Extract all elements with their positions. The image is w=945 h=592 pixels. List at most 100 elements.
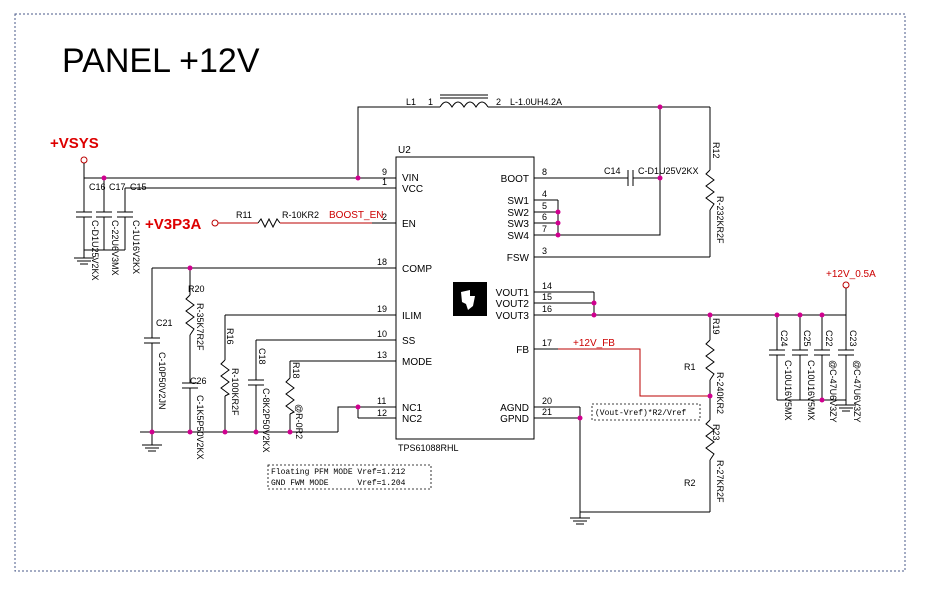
- fb-wire: [558, 348, 710, 397]
- pin-num-sw3: 6: [542, 212, 547, 222]
- pin-num-en: 2: [382, 212, 387, 222]
- pin-name-sw1: SW1: [507, 196, 529, 207]
- l1-pin1: 1: [428, 97, 433, 107]
- inductor-left-wire: [357, 106, 440, 178]
- value-c15: C-1U16V2KX: [131, 220, 141, 274]
- v3p3a-port: [211, 219, 219, 227]
- pin-name-sw4: SW4: [507, 231, 529, 242]
- value-r20: R-35K7R2F: [195, 303, 205, 351]
- pin-name-mode: MODE: [402, 357, 432, 368]
- pin-num-sw2: 5: [542, 201, 547, 211]
- pin-name-comp: COMP: [402, 264, 432, 275]
- value-c25: C-10U16V5MX: [806, 360, 816, 421]
- resistor-r12: [705, 169, 715, 211]
- ref-c16: C16: [89, 182, 106, 192]
- ref-c24: C24: [779, 330, 789, 347]
- value-r11: R-10KR2: [282, 210, 319, 220]
- mode-note-line1: Floating PFM MODE Vref=1.212: [271, 468, 406, 477]
- ic-part: TPS61088RHL: [398, 443, 459, 453]
- ref-r18: R18: [291, 362, 301, 379]
- pin-num-comp: 18: [377, 257, 387, 267]
- net-vsys: +VSYS: [50, 135, 99, 152]
- ref-c23: C23: [848, 330, 858, 347]
- pin-num-vout2: 15: [542, 292, 552, 302]
- pin-num-mode: 13: [377, 350, 387, 360]
- junction-dots-sw: [555, 104, 663, 238]
- l1-pin2: 2: [496, 97, 501, 107]
- pin-num-nc2: 12: [377, 408, 387, 418]
- pin-num-ilim: 19: [377, 304, 387, 314]
- ref-c22: C22: [824, 330, 834, 347]
- pin-num-nc1: 11: [377, 396, 386, 406]
- pin-num-gpnd: 21: [542, 407, 552, 417]
- ref-r23: R23: [711, 424, 721, 441]
- vsys-port: [80, 156, 88, 164]
- sheet-title: PANEL +12V: [62, 42, 260, 80]
- pin-num-ss: 10: [377, 329, 387, 339]
- pin-num-boot: 8: [542, 167, 547, 177]
- resistor-r11: [257, 217, 281, 229]
- value-c17: C-22U6V3MX: [110, 220, 120, 276]
- ref-r11: R11: [236, 210, 252, 220]
- junction-dots-input: [101, 175, 361, 181]
- ref-c25: C25: [802, 330, 812, 347]
- resistor-r23: [705, 419, 715, 461]
- value-r18: @R-0R2: [294, 404, 304, 439]
- value-r16: R-100KR2F: [230, 368, 240, 416]
- formula-text: (Vout-Vref)*R2/Vref: [595, 409, 686, 418]
- ref-r16: R16: [225, 328, 235, 345]
- pin-num-vout1: 14: [542, 281, 552, 291]
- inductor-l1: [439, 94, 489, 108]
- value-r23: R-27KR2F: [715, 460, 725, 503]
- mode-note-line2: GND FWM MODE Vref=1.204: [271, 479, 406, 488]
- pin-num-vout3: 16: [542, 304, 552, 314]
- net-v3p3a: +V3P3A: [145, 216, 201, 233]
- pin-num-fb: 17: [542, 338, 552, 348]
- pin-name-nc1: NC1: [402, 403, 422, 414]
- sheet-border: [14, 13, 906, 572]
- value-c24: C-10U16V5MX: [783, 360, 793, 421]
- pin-name-nc2: NC2: [402, 414, 422, 425]
- formula-box: [591, 403, 701, 421]
- pin-name-agnd: AGND: [500, 403, 529, 414]
- mode-note-box: [267, 464, 432, 490]
- ref-c17: C17: [109, 182, 126, 192]
- pin-num-vcc: 1: [382, 177, 387, 187]
- pin-name-vout1: VOUT1: [496, 288, 530, 299]
- label-r2: R2: [684, 478, 696, 488]
- resistor-r19: [705, 339, 715, 381]
- ref-r20: R20: [188, 284, 205, 294]
- pin-name-vout3: VOUT3: [496, 311, 530, 322]
- ref-r19: R19: [711, 318, 721, 335]
- net-boost-en: BOOST_EN: [329, 210, 383, 221]
- ref-c26: C26: [190, 376, 207, 386]
- resistor-r16: [220, 359, 230, 397]
- pin-name-ss: SS: [402, 336, 416, 347]
- pin-name-vout2: VOUT2: [496, 299, 530, 310]
- net-out: +12V_0.5A: [826, 269, 876, 280]
- ref-l1: L1: [406, 97, 416, 107]
- resistor-r20: [185, 294, 195, 336]
- value-c26: C-1K5P50V2KX: [195, 395, 205, 460]
- value-c14: C-D1U25V2KX: [638, 166, 699, 176]
- ic-ref: U2: [398, 145, 411, 156]
- pin-num-sw1: 4: [542, 189, 547, 199]
- ref-c18: C18: [257, 348, 267, 365]
- pin-name-vin: VIN: [402, 173, 419, 184]
- label-r1: R1: [684, 362, 696, 372]
- ref-r12: R12: [711, 142, 721, 159]
- value-c23: @C-47U6V3ZY: [852, 360, 862, 423]
- pin-num-fsw: 3: [542, 246, 547, 256]
- resistor-r18: [285, 377, 295, 415]
- pin-name-fb: FB: [516, 345, 529, 356]
- pin-num-agnd: 20: [542, 396, 552, 406]
- ref-c15: C15: [130, 182, 147, 192]
- value-l1: L-1.0UH4.2A: [510, 97, 562, 107]
- pin-name-ilim: ILIM: [402, 311, 421, 322]
- value-r19: R-240KR2: [715, 372, 725, 414]
- value-c18: C-8K2P50V2KX: [261, 388, 271, 453]
- net-fb: +12V_FB: [573, 338, 615, 349]
- value-c22: @C-47U6V3ZY: [828, 360, 838, 423]
- pin-name-boot: BOOT: [501, 174, 529, 185]
